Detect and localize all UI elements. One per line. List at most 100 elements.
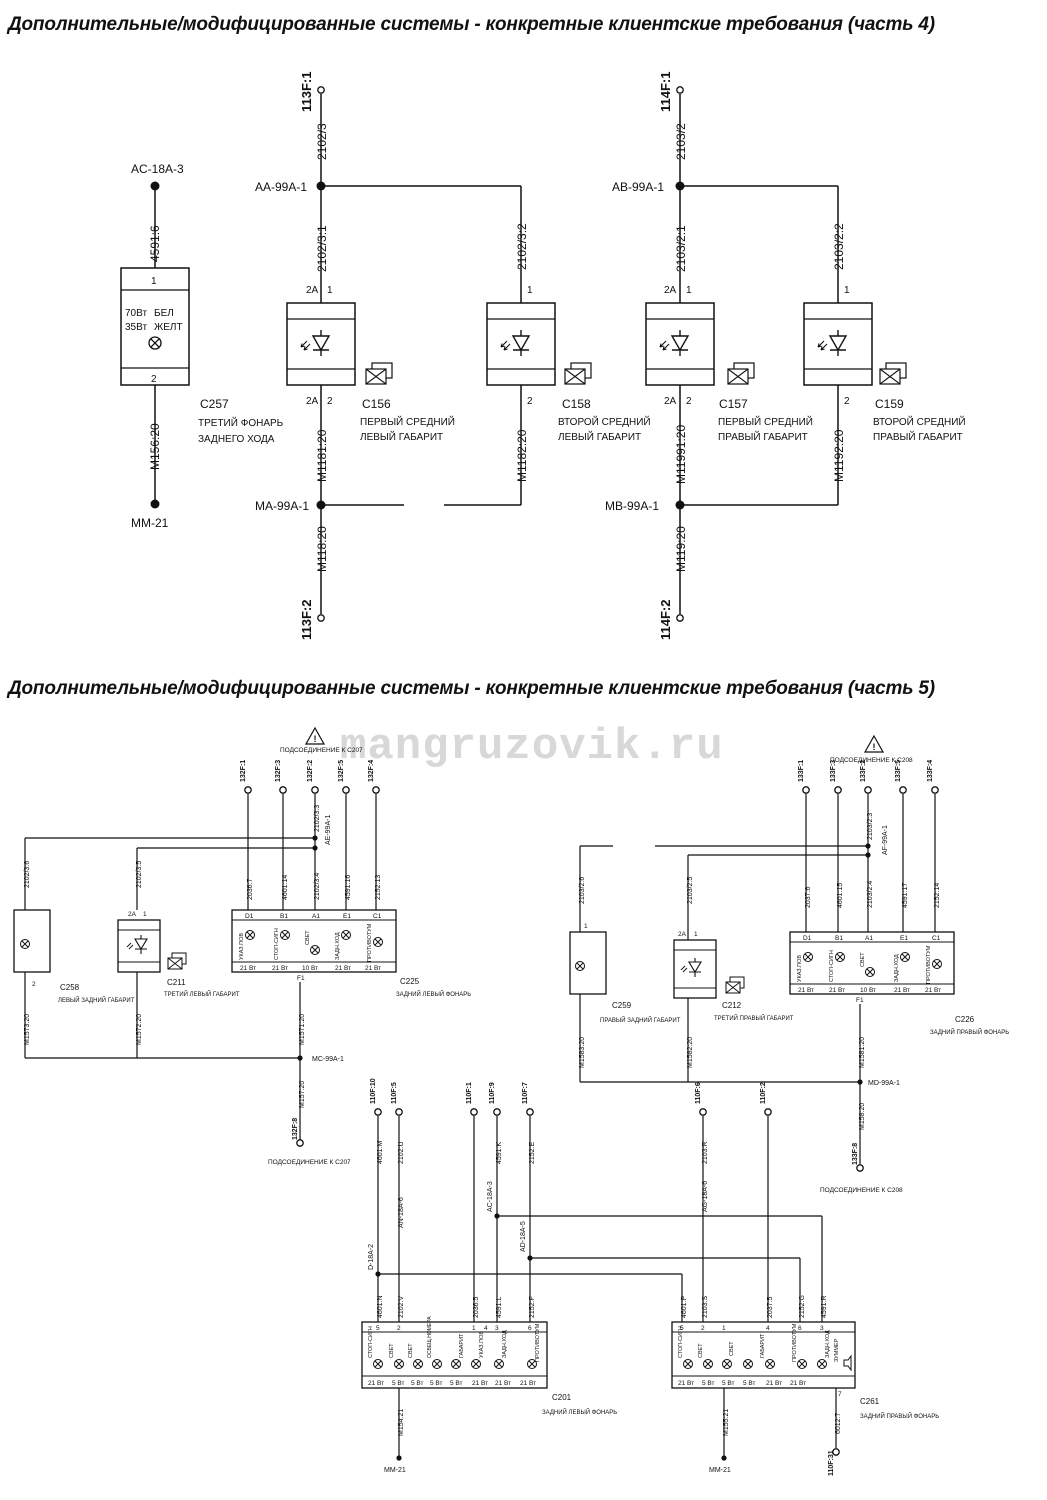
fuse-label: 132F:5 (338, 760, 345, 782)
title-part-4: Дополнительные/модифицированные системы … (8, 14, 935, 35)
node-label: AB-99A-1 (612, 180, 664, 194)
bulb-icon (575, 961, 585, 971)
fuse-terminal (864, 786, 872, 794)
fuse-terminal (493, 1108, 501, 1116)
wire-label: 2102:U (398, 1141, 405, 1164)
node-label: AG-18A-6 (702, 1181, 709, 1212)
splice-node (865, 852, 871, 858)
warning-mark: ! (873, 742, 876, 752)
wire-label: 4591:L (496, 1296, 503, 1318)
component-id: C159 (875, 397, 904, 411)
pin-label: 1 (686, 285, 692, 296)
wattage-label: 70Вт (125, 308, 147, 319)
c158-lamp (486, 302, 556, 386)
wire-label: 4601:15 (837, 883, 844, 908)
pin-label: 6 (528, 1325, 532, 1332)
wire-label: M1192:20 (832, 429, 846, 482)
node-label: AA-99A-1 (255, 180, 307, 194)
connection-note: ПОДСОЕДИНЕНИЕ К С207 (280, 747, 363, 754)
pin-label: 7 (838, 1391, 842, 1398)
fuse-label: 110F:5 (391, 1082, 398, 1104)
wattage-label: 10 Вт (860, 987, 876, 994)
node-label: AE-99A-1 (325, 815, 332, 845)
wire-label: 2152:14 (934, 883, 941, 908)
node-label: D-18A-2 (368, 1244, 375, 1270)
warning-icon (863, 734, 885, 753)
node-label: MA-99A-1 (255, 499, 309, 513)
wire-label: 2102/3:1 (315, 225, 329, 272)
bulb-icon (471, 1359, 481, 1369)
component-id: C212 (722, 1001, 742, 1010)
pin-label: E1 (343, 913, 351, 920)
wire-label: 2037:5 (767, 1296, 774, 1318)
pin-label: A1 (312, 913, 320, 920)
wire-label: 2102/3 (315, 123, 329, 160)
wattage-label: 21 Вт (368, 1380, 384, 1387)
fuse-label: 132F:1 (240, 760, 247, 782)
fuse-terminal (699, 1108, 707, 1116)
pin-label: 1 (584, 923, 588, 930)
wattage-label: 5 Вт (450, 1380, 463, 1387)
lamp-label: ОСВЕЩ.НОМЕРА (427, 1316, 433, 1358)
bulb-icon (722, 1359, 732, 1369)
wattage-label: 5 Вт (743, 1380, 756, 1387)
pin-label: 4 (766, 1325, 770, 1332)
bulb-icon (148, 336, 162, 350)
pin-label: 1 (527, 285, 533, 296)
bulb-icon (394, 1359, 404, 1369)
bulb-icon (413, 1359, 423, 1369)
fuse-terminal (802, 786, 810, 794)
pin-label: F1 (856, 997, 864, 1004)
component-desc: ПЕРВЫЙ СРЕДНИЙ (718, 415, 813, 428)
wire-label: 4591:17 (902, 883, 909, 908)
lamp-label: ЗАДН.ХОД (502, 1330, 508, 1358)
connection-note: ПОДСОЕДИНЕНИЕ К С207 (268, 1159, 351, 1166)
component-id: C258 (60, 983, 80, 992)
pin-label: 2A (678, 931, 687, 938)
wattage-label: 21 Вт (766, 1380, 782, 1387)
wattage-label: 21 Вт (365, 965, 381, 972)
wire-label: M155:21 (723, 1409, 730, 1436)
fuse-label: 133F:1 (798, 760, 805, 782)
fuse-label: 110F:2 (760, 1082, 767, 1104)
component-desc: ТРЕТИЙ ФОНАРЬ (198, 416, 284, 429)
warning-icon (304, 726, 326, 745)
c257-lamp-housing (120, 267, 190, 386)
title-part-5: Дополнительные/модифицированные системы … (8, 678, 935, 699)
splice-node (494, 1213, 500, 1219)
fuse-label: 133F:5 (895, 760, 902, 782)
wattage-label: 21 Вт (790, 1380, 806, 1387)
wattage-label: 21 Вт (495, 1380, 511, 1387)
fuse-label: 110F:31 (828, 1450, 835, 1476)
wire-label: 2102/3:2 (515, 223, 529, 270)
connector-icon (725, 976, 745, 994)
wattage-label: 5 Вт (392, 1380, 405, 1387)
lamp-label: СВЕТ (698, 1343, 704, 1358)
fuse-label: 132F:4 (368, 760, 375, 782)
splice-node (865, 843, 871, 849)
component-desc: ЗАДНИЙ ПРАВЫЙ ФОНАРЬ (930, 1028, 1009, 1036)
bulb-icon (765, 1359, 775, 1369)
bulb-icon (797, 1359, 807, 1369)
connection-note: ПОДСОЕДИНЕНИЕ К С208 (830, 757, 913, 764)
bulb-icon (432, 1359, 442, 1369)
bulb-icon (373, 937, 383, 947)
fuse-label: 133F:2 (860, 760, 867, 782)
wire-label: 4591:6 (148, 225, 162, 262)
c157-lamp (645, 302, 715, 386)
pin-label: 4 (484, 1325, 488, 1332)
bulb-icon (683, 1359, 693, 1369)
component-id: C259 (612, 1001, 632, 1010)
part4-diagram: AC-18A-3 MM-21 4591:6 M156:20 1 2 70Вт 3… (120, 72, 966, 640)
wire-label: 2152:13 (375, 875, 382, 900)
left-rear-lamp-group: ! ПОДСОЕДИНЕНИЕ К С207 132F:1 132F:3 132… (13, 726, 471, 1166)
pin-label: D1 (245, 913, 254, 920)
splice-node (857, 1079, 863, 1085)
fuse-label: 114F:2 (658, 600, 673, 640)
component-id: C158 (562, 397, 591, 411)
wire-label: 2102/3:6 (24, 861, 31, 888)
component-desc: ВТОРОЙ СРЕДНИЙ (558, 415, 651, 428)
bulb-icon (743, 1359, 753, 1369)
fuse-label: 133F:3 (830, 760, 837, 782)
